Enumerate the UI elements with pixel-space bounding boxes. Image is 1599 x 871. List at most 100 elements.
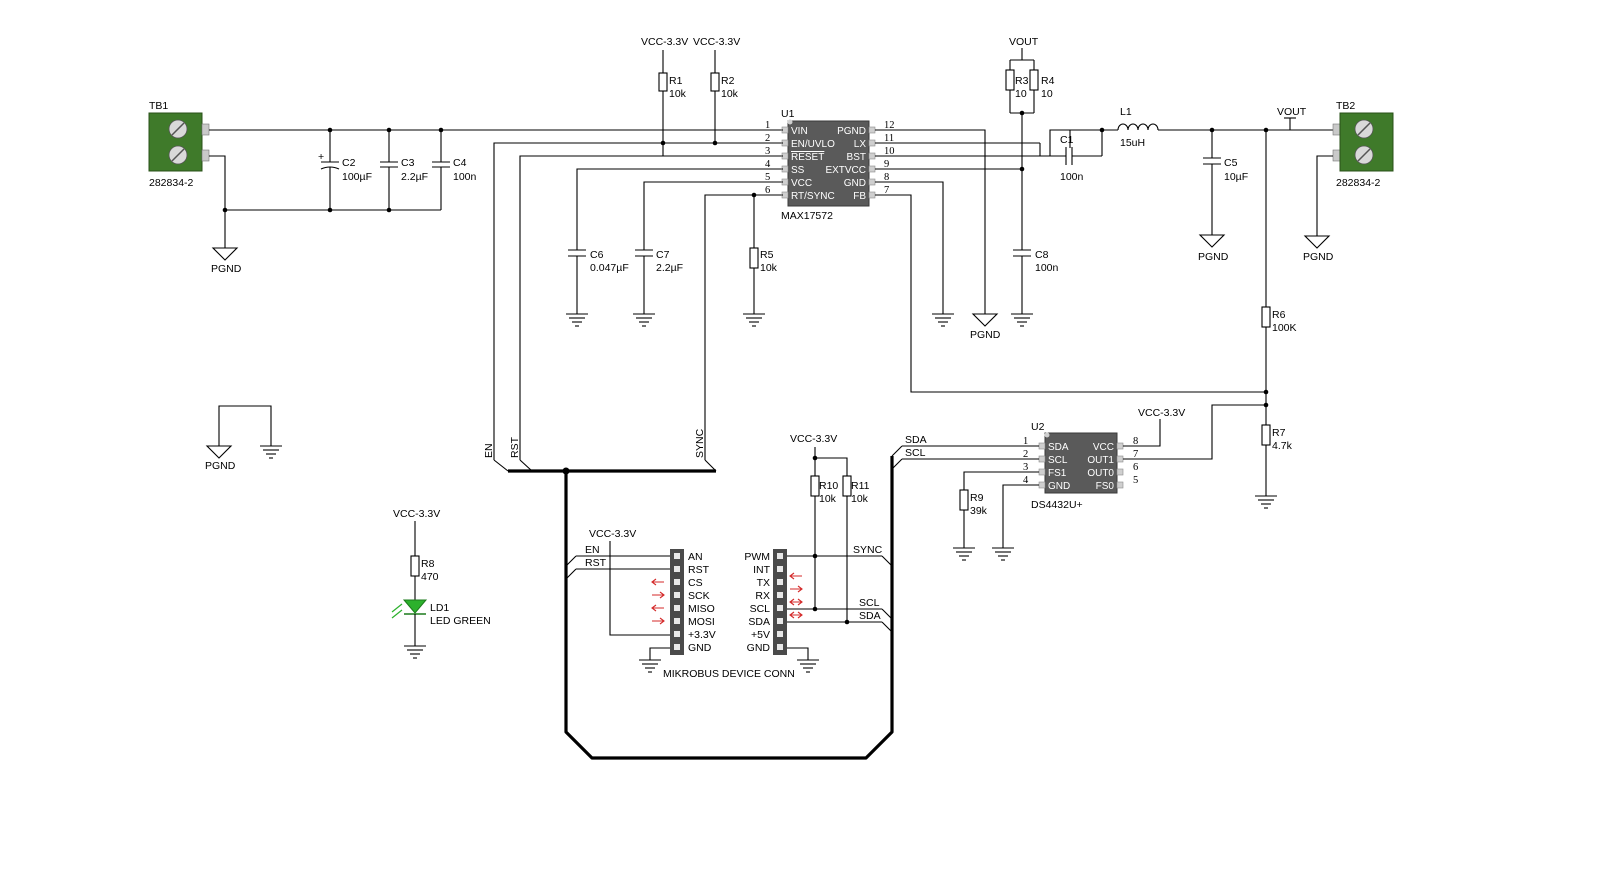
terminal-block-tb1: TB1 282834-2 — [148, 100, 210, 189]
r11-ref: R11 — [851, 480, 870, 492]
c3-value: 2.2µF — [401, 171, 428, 183]
mikrobus-pin-right-2: TX — [757, 577, 783, 589]
u1-pin-name: FB — [853, 191, 866, 202]
mikrobus-pin-right-7: GND — [747, 642, 783, 654]
r1-value: 10k — [669, 88, 687, 100]
mikrobus-pin-label: SDA — [748, 616, 770, 628]
u2-pin-num: 3 — [1023, 462, 1028, 473]
mikrobus-pin-left-3: SCK — [674, 590, 710, 602]
mikrobus-pin-left-4: MISO — [674, 603, 715, 615]
u2-vcc-label: VCC-3.3V — [1138, 407, 1185, 419]
mikrobus-pin-right-6: +5V — [751, 629, 783, 641]
ground-icon — [633, 313, 655, 327]
r4-value: 10 — [1041, 88, 1053, 100]
c4-value: 100n — [453, 171, 477, 183]
mb-rst-label: RST — [585, 557, 607, 569]
u1-pin-name: EXTVCC — [825, 165, 866, 176]
u2-pin-num: 8 — [1133, 436, 1138, 447]
ld1-value: LED GREEN — [430, 615, 491, 627]
r1-vcc-label: VCC-3.3V — [641, 36, 688, 48]
u1-pin-4: 4SS — [765, 159, 805, 176]
mikrobus-pin-label: TX — [757, 577, 770, 589]
vout-label-right: VOUT — [1277, 106, 1307, 118]
capacitor-c1: C1 100n — [1022, 130, 1103, 183]
capacitor-c3: C3 2.2µF — [380, 130, 428, 210]
mb-vcc-label-2: VCC-3.3V — [790, 433, 837, 445]
r10-ref: R10 — [819, 480, 838, 492]
mikrobus-pin-label: RX — [755, 590, 770, 602]
c1-value: 100n — [1060, 171, 1084, 183]
signal-bus — [508, 456, 894, 760]
resistor-r9: R9 39k — [959, 489, 988, 548]
led-circuit: VCC-3.3V R8 470 LD1 LED GREEN — [391, 508, 491, 659]
r10-value: 10k — [819, 493, 837, 505]
r5-ref: R5 — [760, 249, 774, 261]
mikrobus-pin-label: +3.3V — [688, 629, 716, 641]
mikrobus-pin-left-2: CS — [674, 577, 703, 589]
mikrobus-label: MIKROBUS DEVICE CONN — [663, 668, 795, 680]
u2-nets: VCC-3.3V SDA SCL — [891, 404, 1266, 548]
c5-value: 10µF — [1224, 171, 1248, 183]
tb2-ref: TB2 — [1336, 100, 1355, 112]
mikrobus-pin-label: AN — [688, 551, 703, 563]
u2-pin-name: OUT0 — [1087, 468, 1114, 479]
c4-ref: C4 — [453, 157, 467, 169]
svg-text:+: + — [318, 151, 324, 163]
mikrobus-pin-right-0: PWM — [744, 551, 783, 563]
c2-value: 100µF — [342, 171, 372, 183]
u1-output-nets: PGND — [875, 129, 1266, 393]
vout-output-net: VOUT — [1263, 106, 1307, 307]
resistor-r7: R7 4.7k — [1261, 424, 1293, 496]
led-vcc-label: VCC-3.3V — [393, 508, 440, 520]
c6-ref: C6 — [590, 249, 604, 261]
u2-ref: U2 — [1031, 421, 1045, 433]
mikrobus-pin-right-5: SDA — [748, 616, 783, 628]
u1-pin-num: 4 — [765, 159, 771, 170]
pgnd-symbol-tb1: PGND — [211, 247, 242, 275]
r2-vcc-label: VCC-3.3V — [693, 36, 740, 48]
c3-ref: C3 — [401, 157, 415, 169]
u1-part: MAX17572 — [781, 210, 833, 222]
mikrobus-pin-label: MOSI — [688, 616, 715, 628]
u1-pin-name: EN/UVLO — [791, 139, 835, 150]
resistor-r1: VCC-3.3V R1 10k — [641, 36, 688, 156]
r5-value: 10k — [760, 262, 778, 274]
u1-pin-num: 3 — [765, 146, 770, 157]
en-net-label: EN — [483, 443, 495, 458]
c2-ref: C2 — [342, 157, 356, 169]
r6-ref: R6 — [1272, 309, 1286, 321]
mikrobus-pin-left-7: GND — [674, 642, 712, 654]
r7-value: 4.7k — [1272, 440, 1293, 452]
u1-pin-name: PGND — [837, 126, 866, 137]
mikrobus-pin-label: SCL — [750, 603, 771, 615]
resistor-r3-r4: VOUT R3 10 R4 10 — [1005, 36, 1055, 250]
u2-pin-name: SDA — [1048, 442, 1069, 453]
u2-pin-num: 6 — [1133, 462, 1138, 473]
r3-value: 10 — [1015, 88, 1027, 100]
capacitor-c4: C4 100n — [432, 130, 477, 210]
resistor-r2: VCC-3.3V R2 10k — [693, 36, 740, 146]
ic-u2-ds4432: U2 DS4432U+ — [1031, 421, 1118, 511]
direction-arrows — [651, 572, 803, 625]
scl-net-label: SCL — [905, 447, 926, 459]
ground-icon — [953, 547, 975, 561]
u2-pin-name: FS0 — [1096, 481, 1115, 492]
mikrobus-pin-right-1: INT — [753, 564, 783, 576]
u1-pin-num: 8 — [884, 172, 889, 183]
ground-icon — [1011, 313, 1033, 327]
u2-pin-name: SCL — [1048, 455, 1068, 466]
mikrobus-pin-label: +5V — [751, 629, 770, 641]
sync-net-label: SYNC — [694, 428, 706, 458]
mikrobus-pin-left-5: MOSI — [674, 616, 715, 628]
mikrobus-connector: MIKROBUS DEVICE CONN — [663, 549, 795, 680]
resistor-r5: R5 10k — [749, 247, 778, 314]
